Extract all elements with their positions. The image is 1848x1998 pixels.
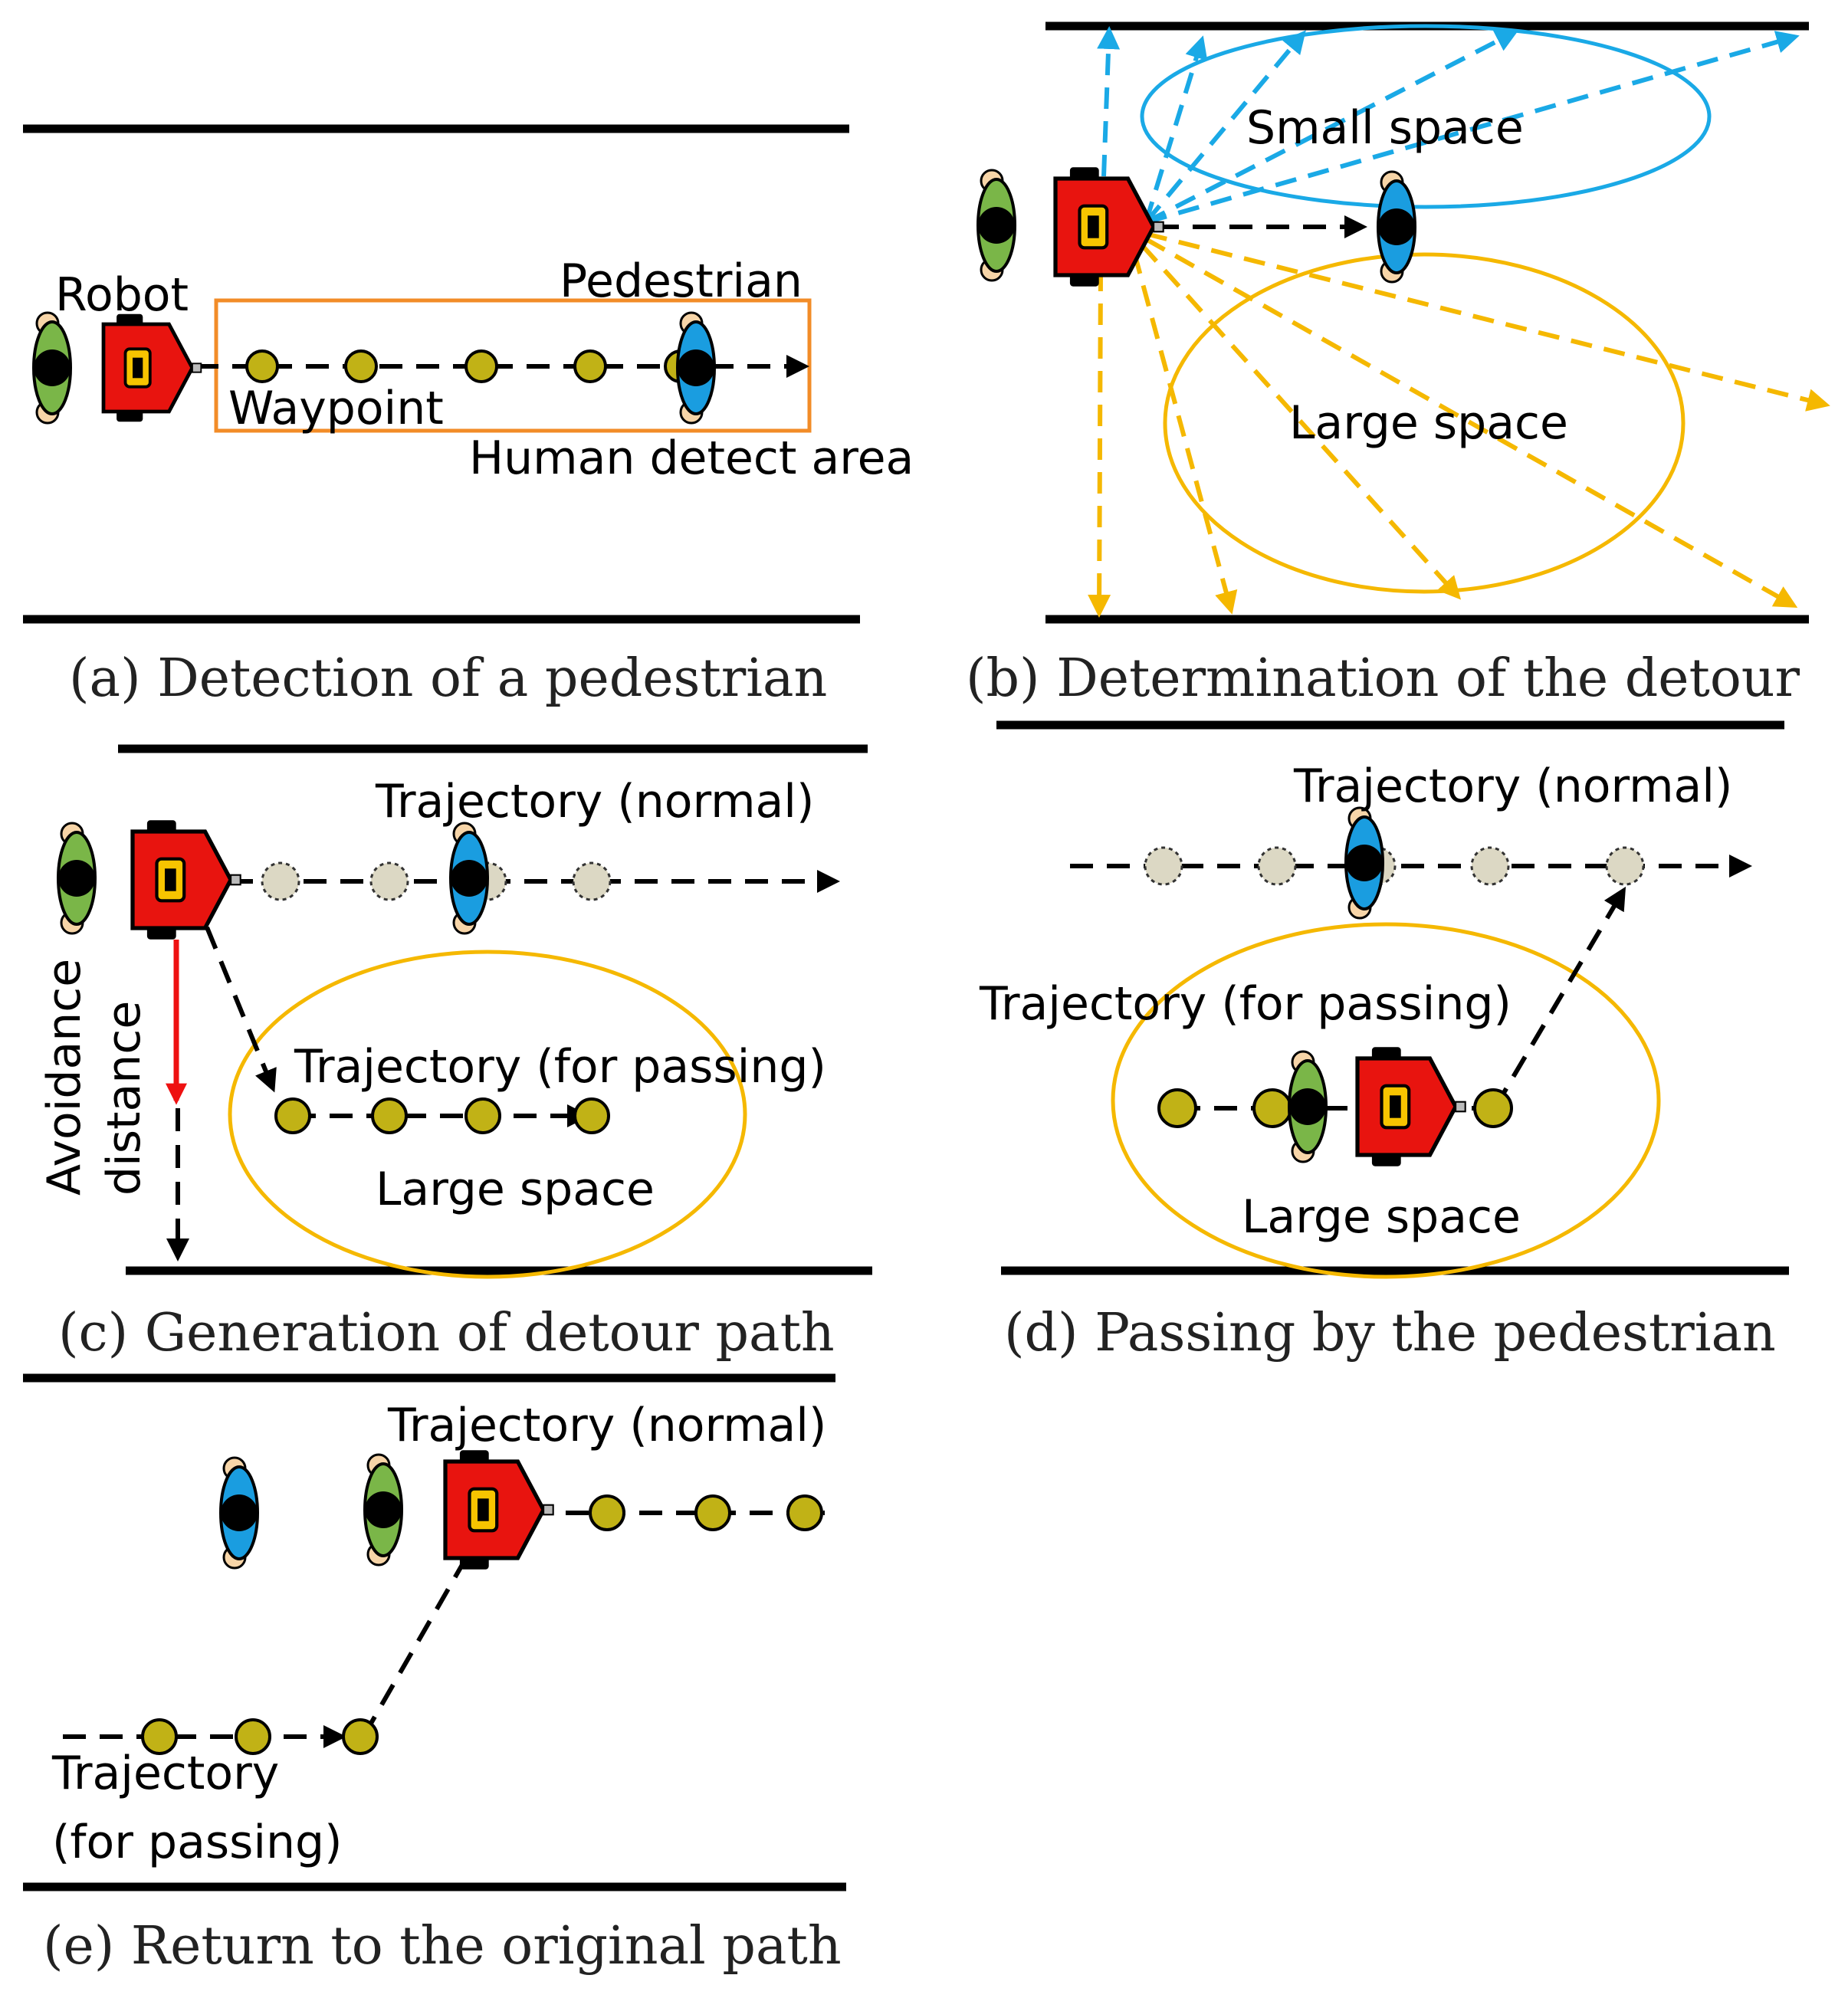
robot-icon	[1055, 167, 1164, 286]
waypoint-icon	[1257, 846, 1297, 886]
waypoint-icon	[261, 861, 300, 901]
waypoint-icon	[464, 349, 498, 383]
waypoint-icon	[141, 1718, 178, 1755]
passing-trajectory-label: Trajectory (for passing)	[294, 1040, 826, 1094]
waypoint-icon	[464, 1097, 501, 1134]
return-arrow	[361, 1562, 465, 1738]
normal-trajectory-label: Trajectory (normal)	[375, 775, 814, 828]
waypoint-icon	[369, 861, 409, 901]
pedestrian-icon	[449, 822, 489, 935]
waypoint-icon	[371, 1097, 408, 1134]
ray-blue	[1144, 35, 1208, 223]
pedestrian-icon	[1344, 806, 1384, 920]
panel-b: Small space Large space (b) Determinatio…	[966, 21, 1830, 709]
large-space-label: Large space	[376, 1163, 655, 1216]
panel-a: Robot Pedestrian Waypoint Human detect a…	[23, 124, 914, 709]
passing-trajectory-label-line2: (for passing)	[52, 1816, 343, 1869]
waypoint-icon	[274, 1097, 311, 1134]
ray-orange	[1088, 269, 1111, 618]
waypoint-icon	[694, 1494, 731, 1531]
waypoint-icon	[1470, 846, 1510, 886]
waypoint-icon	[1144, 846, 1183, 886]
ray-orange	[1144, 237, 1798, 608]
return-arrow	[1492, 886, 1626, 1110]
ray-blue	[1145, 31, 1800, 225]
large-space-label: Large space	[1242, 1190, 1521, 1244]
ray-blue	[1144, 30, 1306, 224]
normal-trajectory-label: Trajectory (normal)	[1293, 760, 1732, 813]
passing-trajectory-label: Trajectory (for passing)	[979, 977, 1512, 1031]
waypoint-icon	[1605, 846, 1645, 886]
pedestrian-icon	[57, 822, 97, 935]
waypoint-icon	[572, 861, 612, 901]
pedestrian-icon	[32, 311, 72, 425]
large-space-label: Large space	[1289, 396, 1568, 450]
ray-blue	[1144, 30, 1519, 225]
caption-a: (a) Detection of a pedestrian	[69, 648, 827, 709]
caption-e: (e) Return to the original path	[43, 1916, 842, 1977]
waypoint-icon	[1473, 1088, 1513, 1128]
waypoint-icon	[1252, 1088, 1292, 1128]
pedestrian-icon	[977, 169, 1016, 282]
caption-b: (b) Determination of the detour	[966, 648, 1800, 709]
waypoint-icon	[573, 349, 607, 383]
avoidance-label: Avoidance	[38, 959, 91, 1196]
ray-orange	[1140, 243, 1462, 600]
passing-trajectory-label-line1: Trajectory	[51, 1747, 279, 1800]
waypoint-icon	[235, 1718, 271, 1755]
large-space-region	[1111, 922, 1661, 1279]
robot-icon	[103, 314, 201, 422]
waypoint-icon	[245, 349, 279, 383]
panel-e: Trajectory (normal) Trajectory (for pass…	[23, 1373, 846, 1977]
normal-trajectory-label: Trajectory (normal)	[387, 1399, 826, 1452]
pedestrian-icon	[219, 1456, 259, 1570]
detour-arrow	[205, 926, 277, 1093]
robot-label: Robot	[55, 268, 189, 322]
panel-c: Trajectory (normal) Trajectory (for pass…	[38, 744, 872, 1363]
large-space-region	[1163, 252, 1686, 594]
pedestrian-icon	[1288, 1050, 1328, 1163]
waypoint-label: Waypoint	[228, 382, 444, 435]
waypoint-icon	[786, 1494, 823, 1531]
waypoint-icon	[344, 349, 378, 383]
robot-icon	[1357, 1047, 1466, 1166]
small-space-label: Small space	[1246, 101, 1524, 155]
waypoint-icon	[1157, 1088, 1197, 1128]
detect-area-label: Human detect area	[469, 431, 914, 485]
waypoint-icon	[573, 1097, 610, 1134]
panel-d: Trajectory (normal) Trajectory (for pass…	[979, 720, 1789, 1363]
caption-c: (c) Generation of detour path	[58, 1303, 835, 1363]
ray-blue	[1097, 26, 1121, 177]
pedestrian-label: Pedestrian	[560, 254, 803, 308]
waypoint-icon	[342, 1718, 379, 1755]
large-space-region	[228, 950, 747, 1279]
robot-icon	[133, 820, 241, 939]
caption-d: (d) Passing by the pedestrian	[1004, 1303, 1776, 1363]
pedestrian-icon	[1377, 170, 1416, 284]
ray-orange	[1132, 252, 1238, 615]
waypoint-icon	[589, 1494, 625, 1531]
pedestrian-icon	[676, 311, 716, 425]
distance-label: distance	[97, 1001, 151, 1196]
robot-icon	[445, 1450, 553, 1569]
ray-orange	[1145, 231, 1830, 412]
small-space-region	[1140, 24, 1712, 209]
pedestrian-icon	[363, 1453, 403, 1567]
